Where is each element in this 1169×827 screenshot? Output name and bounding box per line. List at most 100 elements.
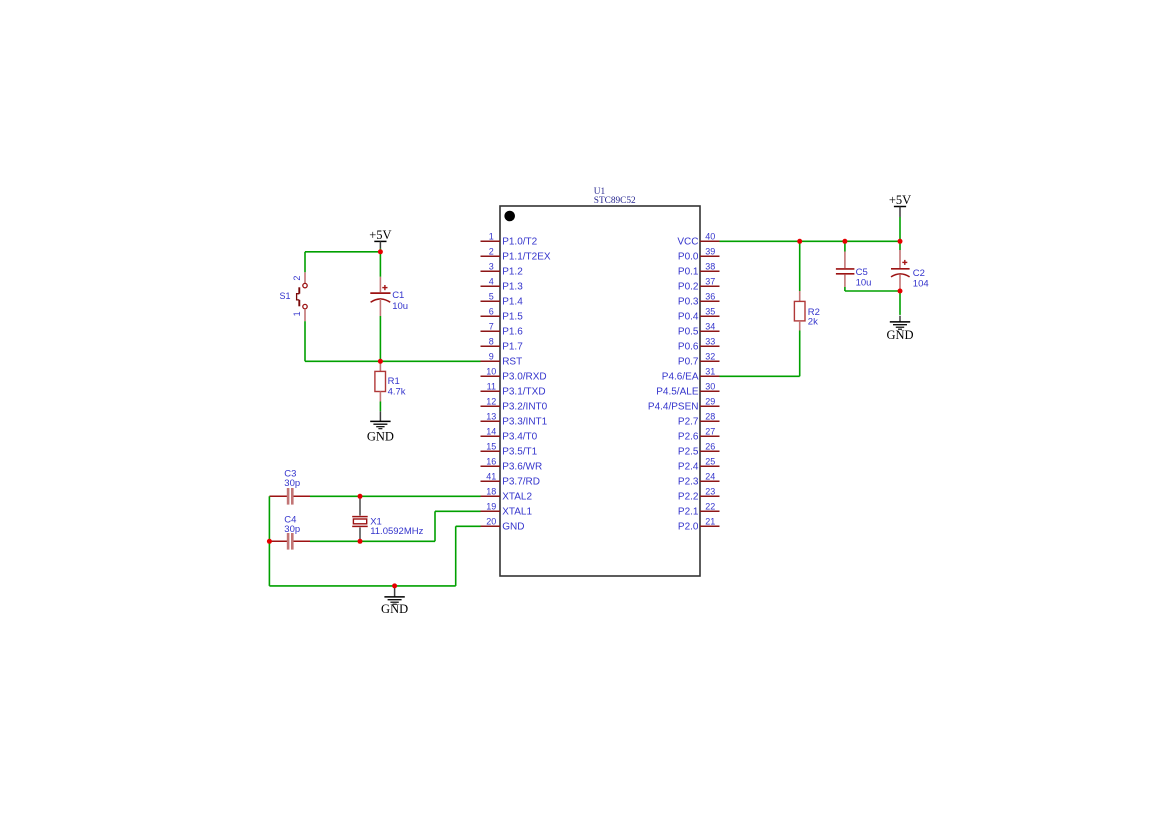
svg-text:13: 13 (486, 412, 496, 422)
svg-text:7: 7 (489, 322, 494, 332)
svg-text:2: 2 (292, 276, 302, 281)
svg-text:P3.7/RD: P3.7/RD (502, 476, 540, 487)
svg-text:P2.6: P2.6 (678, 431, 699, 442)
svg-text:18: 18 (486, 487, 496, 497)
svg-text:P0.5: P0.5 (678, 326, 699, 337)
svg-text:P0.3: P0.3 (678, 296, 699, 307)
svg-text:4.7k: 4.7k (388, 387, 406, 398)
svg-text:P1.5: P1.5 (502, 311, 523, 322)
svg-text:P3.5/T1: P3.5/T1 (502, 446, 537, 457)
svg-text:104: 104 (913, 278, 929, 289)
svg-text:10u: 10u (392, 301, 408, 312)
svg-text:11: 11 (487, 382, 496, 392)
svg-text:25: 25 (705, 457, 715, 467)
svg-text:27: 27 (705, 427, 715, 437)
svg-text:22: 22 (705, 502, 715, 512)
svg-text:32: 32 (705, 352, 715, 362)
svg-text:31: 31 (705, 367, 715, 377)
svg-text:C2: C2 (913, 268, 925, 279)
svg-text:GND: GND (886, 328, 913, 342)
svg-text:P2.0: P2.0 (678, 521, 699, 532)
svg-text:11.0592MHz: 11.0592MHz (370, 526, 423, 537)
svg-text:36: 36 (705, 292, 715, 302)
svg-text:23: 23 (705, 487, 715, 497)
svg-text:8: 8 (489, 337, 494, 347)
svg-text:1: 1 (489, 232, 494, 242)
svg-text:P3.0/RXD: P3.0/RXD (502, 371, 546, 382)
svg-text:P0.0: P0.0 (678, 251, 699, 262)
svg-text:30: 30 (705, 382, 715, 392)
svg-text:6: 6 (489, 307, 494, 317)
svg-text:STC89C52: STC89C52 (594, 196, 636, 206)
svg-text:P0.2: P0.2 (678, 281, 699, 292)
svg-text:P3.4/T0: P3.4/T0 (502, 431, 537, 442)
svg-text:R1: R1 (388, 376, 400, 387)
svg-text:26: 26 (705, 442, 715, 452)
svg-text:S1: S1 (280, 291, 291, 301)
svg-text:P2.5: P2.5 (678, 446, 699, 457)
svg-text:16: 16 (486, 457, 496, 467)
svg-text:X1: X1 (370, 516, 382, 527)
svg-text:P1.6: P1.6 (502, 326, 523, 337)
svg-text:P1.2: P1.2 (502, 266, 523, 277)
svg-text:12: 12 (486, 397, 496, 407)
svg-text:C1: C1 (392, 290, 404, 301)
svg-text:VCC: VCC (677, 236, 698, 247)
svg-text:35: 35 (705, 307, 715, 317)
svg-text:10u: 10u (856, 278, 872, 289)
svg-text:9: 9 (489, 352, 494, 362)
svg-text:C4: C4 (284, 514, 296, 525)
svg-text:14: 14 (486, 427, 496, 437)
svg-text:2: 2 (489, 247, 494, 257)
svg-text:21: 21 (705, 517, 715, 527)
svg-text:P1.7: P1.7 (502, 341, 523, 352)
svg-text:P2.4: P2.4 (678, 461, 699, 472)
svg-text:39: 39 (705, 247, 715, 257)
svg-text:P3.2/INT0: P3.2/INT0 (502, 401, 547, 412)
svg-text:3: 3 (489, 262, 494, 272)
svg-text:40: 40 (705, 232, 715, 242)
svg-text:P3.6/WR: P3.6/WR (502, 461, 542, 472)
svg-text:R2: R2 (808, 307, 820, 318)
svg-text:5: 5 (489, 292, 494, 302)
svg-text:30p: 30p (284, 478, 300, 489)
svg-text:GND: GND (381, 602, 408, 616)
svg-text:GND: GND (502, 521, 524, 532)
svg-text:C3: C3 (284, 468, 296, 479)
svg-text:P0.6: P0.6 (678, 341, 699, 352)
svg-text:24: 24 (705, 472, 715, 482)
svg-text:29: 29 (705, 397, 715, 407)
svg-text:P1.0/T2: P1.0/T2 (502, 236, 537, 247)
svg-text:P3.3/INT1: P3.3/INT1 (502, 416, 547, 427)
svg-text:XTAL2: XTAL2 (502, 491, 532, 502)
svg-text:4: 4 (489, 277, 494, 287)
svg-text:2k: 2k (808, 316, 818, 327)
svg-text:P2.1: P2.1 (678, 506, 699, 517)
svg-text:RST: RST (502, 356, 522, 367)
svg-text:1: 1 (292, 311, 302, 316)
svg-text:P1.1/T2EX: P1.1/T2EX (502, 251, 551, 262)
svg-text:30p: 30p (284, 524, 300, 535)
svg-text:P1.3: P1.3 (502, 281, 523, 292)
svg-text:P4.5/ALE: P4.5/ALE (656, 386, 699, 397)
svg-text:GND: GND (367, 429, 394, 443)
svg-text:34: 34 (705, 322, 715, 332)
svg-text:10: 10 (486, 367, 496, 377)
svg-text:C5: C5 (856, 267, 868, 278)
svg-text:P2.3: P2.3 (678, 476, 699, 487)
svg-text:33: 33 (705, 337, 715, 347)
svg-text:P4.4/PSEN: P4.4/PSEN (648, 401, 699, 412)
svg-text:P2.7: P2.7 (678, 416, 699, 427)
svg-text:41: 41 (486, 472, 496, 482)
svg-text:19: 19 (486, 502, 496, 512)
svg-text:P0.4: P0.4 (678, 311, 699, 322)
svg-text:P2.2: P2.2 (678, 491, 699, 502)
svg-text:+5V: +5V (369, 228, 391, 242)
svg-text:+5V: +5V (889, 193, 911, 207)
svg-text:37: 37 (705, 277, 715, 287)
svg-text:15: 15 (486, 442, 496, 452)
svg-text:P0.7: P0.7 (678, 356, 699, 367)
svg-text:38: 38 (705, 262, 715, 272)
svg-text:U1: U1 (594, 187, 606, 197)
svg-text:P1.4: P1.4 (502, 296, 523, 307)
